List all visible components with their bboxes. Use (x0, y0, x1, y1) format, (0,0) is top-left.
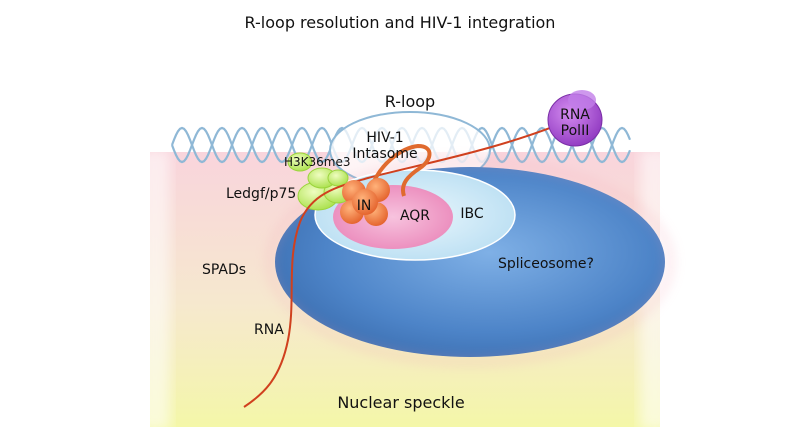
intasome-dna-loop (370, 143, 432, 197)
diagram-title: R-loop resolution and HIV-1 integration (245, 13, 556, 32)
spads-label: SPADs (202, 262, 246, 278)
rna-polii-label-line2: PolII (561, 123, 590, 139)
spliceosome-glow (267, 159, 673, 365)
h3k36me3-histone (287, 152, 349, 189)
r-loop-label: R-loop (385, 92, 435, 111)
ibc-label: IBC (460, 206, 483, 222)
aqr-label: AQR (400, 208, 430, 224)
spliceosome-label: Spliceosome? (498, 256, 594, 272)
in-label: IN (357, 198, 372, 214)
rna-polii-label-line1: RNA (560, 107, 590, 123)
rna-polii-enzyme (547, 90, 603, 147)
nuclear-speckle-label: Nuclear speckle (337, 393, 464, 412)
integrase-in-complex (340, 178, 390, 226)
rna-label: RNA (254, 322, 284, 338)
hiv1-intasome-label-line1: HIV-1 (366, 130, 403, 146)
ledgf-p75-label: Ledgf/p75 (226, 186, 296, 202)
rna-strand (243, 117, 576, 408)
h3k36me3-label: H3K36me3 (284, 155, 351, 169)
hiv1-intasome-label-line2: Intasome (352, 146, 417, 162)
speckle-edge-fade-left (140, 150, 170, 430)
